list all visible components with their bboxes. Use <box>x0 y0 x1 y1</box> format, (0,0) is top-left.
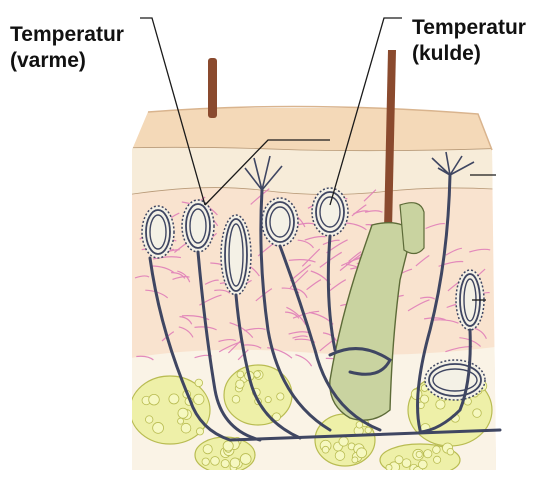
fat-cell <box>202 458 209 465</box>
fat-cell <box>153 422 164 433</box>
fat-cell <box>433 446 441 454</box>
fat-cell <box>240 454 251 465</box>
fat-cell <box>223 441 233 451</box>
fat-cell <box>232 395 240 403</box>
fat-cell <box>149 394 160 405</box>
fat-cell <box>335 451 345 461</box>
label-temperature-warm: Temperatur (varme) <box>10 22 124 74</box>
fat-cell <box>221 460 229 468</box>
fat-cell <box>230 458 240 468</box>
fat-cell <box>178 418 184 424</box>
corpuscle-capsule <box>312 188 348 236</box>
label-cold-line2: (kulde) <box>412 41 526 67</box>
fat-cell <box>365 427 371 433</box>
fat-cell <box>236 380 244 388</box>
fat-cell <box>339 437 348 446</box>
fat-cell <box>447 448 454 455</box>
fat-cell <box>195 379 203 387</box>
fat-cell <box>433 456 440 463</box>
fat-cell <box>418 460 427 469</box>
fat-cell <box>265 396 271 402</box>
fat-cell <box>356 422 363 429</box>
fat-cell <box>357 448 367 458</box>
label-warm-line2: (varme) <box>10 48 124 74</box>
fat-cell <box>169 394 179 404</box>
fat-cell <box>402 459 411 468</box>
fat-cell <box>352 457 358 463</box>
label-warm-line1: Temperatur <box>10 22 124 48</box>
fat-cell <box>277 393 284 400</box>
label-temperature-cold: Temperatur (kulde) <box>412 15 526 67</box>
fat-cell <box>436 400 445 409</box>
fat-cell <box>237 371 244 378</box>
hair-shaft-left <box>208 58 217 118</box>
label-cold-line1: Temperatur <box>412 15 526 41</box>
fat-cell <box>178 408 188 418</box>
fat-cell <box>203 445 212 454</box>
fat-cell <box>424 450 432 458</box>
fat-cell <box>145 416 152 423</box>
fat-cell <box>181 423 191 433</box>
corpuscle-capsule <box>262 198 298 246</box>
epidermis-layer <box>120 108 510 152</box>
fat-cell <box>386 464 392 470</box>
fat-cell <box>196 428 203 435</box>
fat-cell <box>211 457 220 466</box>
corpuscle-capsule <box>425 360 485 400</box>
fat-cell <box>254 371 261 378</box>
fat-cell <box>416 451 422 457</box>
fat-cell <box>322 446 329 453</box>
fat-cell <box>473 409 482 418</box>
fat-cell <box>194 394 204 404</box>
sebaceous-gland <box>400 203 424 254</box>
